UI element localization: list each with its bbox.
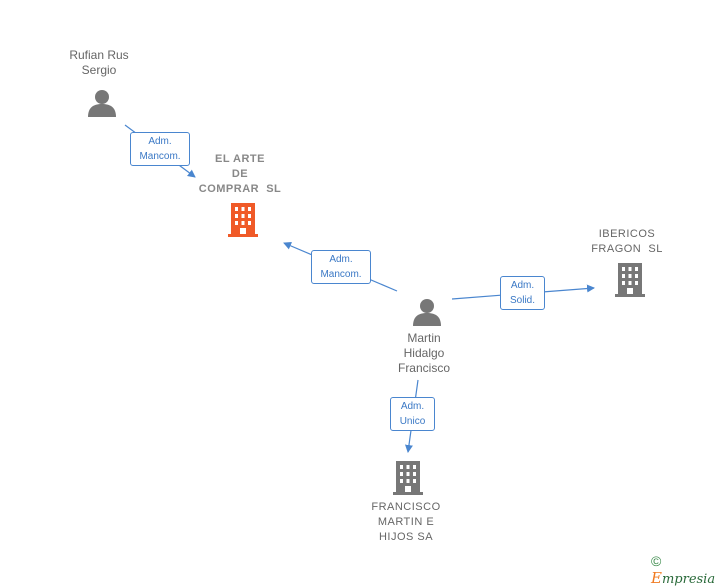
edge-role-line: Solid. [509,295,535,306]
empresia-logo: © Empresia [651,553,728,587]
person-icon [413,299,441,326]
relationship-graph [88,90,645,495]
edge-role-martin-el-arte[interactable]: Adm. Mancom. [311,250,371,284]
node-label-line: DE [231,168,249,180]
node-label-el-arte-de-comprar[interactable]: EL ARTE DE COMPRAR SL [180,152,300,197]
node-label-line: Martin [407,331,441,345]
edge-role-martin-francisco[interactable]: Adm. Unico [390,397,435,431]
node-label-line: EL ARTE [215,153,265,165]
edge-role-line: Mancom. [139,151,181,162]
node-label-line: IBERICOS [598,228,656,240]
node-label-line: Hidalgo [403,346,445,360]
edge-role-line: Adm. [400,401,425,412]
building-icon [615,263,645,297]
node-label-martin-hidalgo-francisco[interactable]: Martin Hidalgo Francisco [374,331,474,376]
edge-role-rufian-el-arte[interactable]: Adm. Mancom. [130,132,190,166]
building-icon [228,203,258,237]
node-label-francisco-martin-e-hijos[interactable]: FRANCISCO MARTIN E HIJOS SA [351,500,461,545]
node-label-ibericos-fragon[interactable]: IBERICOS FRAGON SL [572,227,682,257]
node-label-line: FRAGON SL [591,243,663,255]
copyright-symbol: © [651,553,662,569]
node-label-line: Francisco [397,361,450,375]
node-label-line: Sergio [81,63,117,77]
brand-initial: E [651,569,662,587]
node-label-rufian-rus-sergio[interactable]: Rufian Rus Sergio [49,48,149,78]
node-label-line: HIJOS SA [378,531,434,543]
node-label-line: COMPRAR SL [198,183,282,195]
edge-role-line: Adm. [329,254,353,265]
node-label-line: Rufian Rus [69,48,129,62]
node-label-line: MARTIN E [377,516,435,528]
edge-role-line: Adm. [148,136,172,147]
brand-name: mpresia [661,572,716,587]
person-icon [88,90,116,117]
edge-role-line: Mancom. [320,269,362,280]
building-icon [393,461,423,495]
edge-role-line: Adm. [510,280,535,291]
node-label-line: FRANCISCO [371,501,441,513]
edge-role-line: Unico [399,416,426,427]
edge-role-martin-ibericos[interactable]: Adm. Solid. [500,276,545,310]
